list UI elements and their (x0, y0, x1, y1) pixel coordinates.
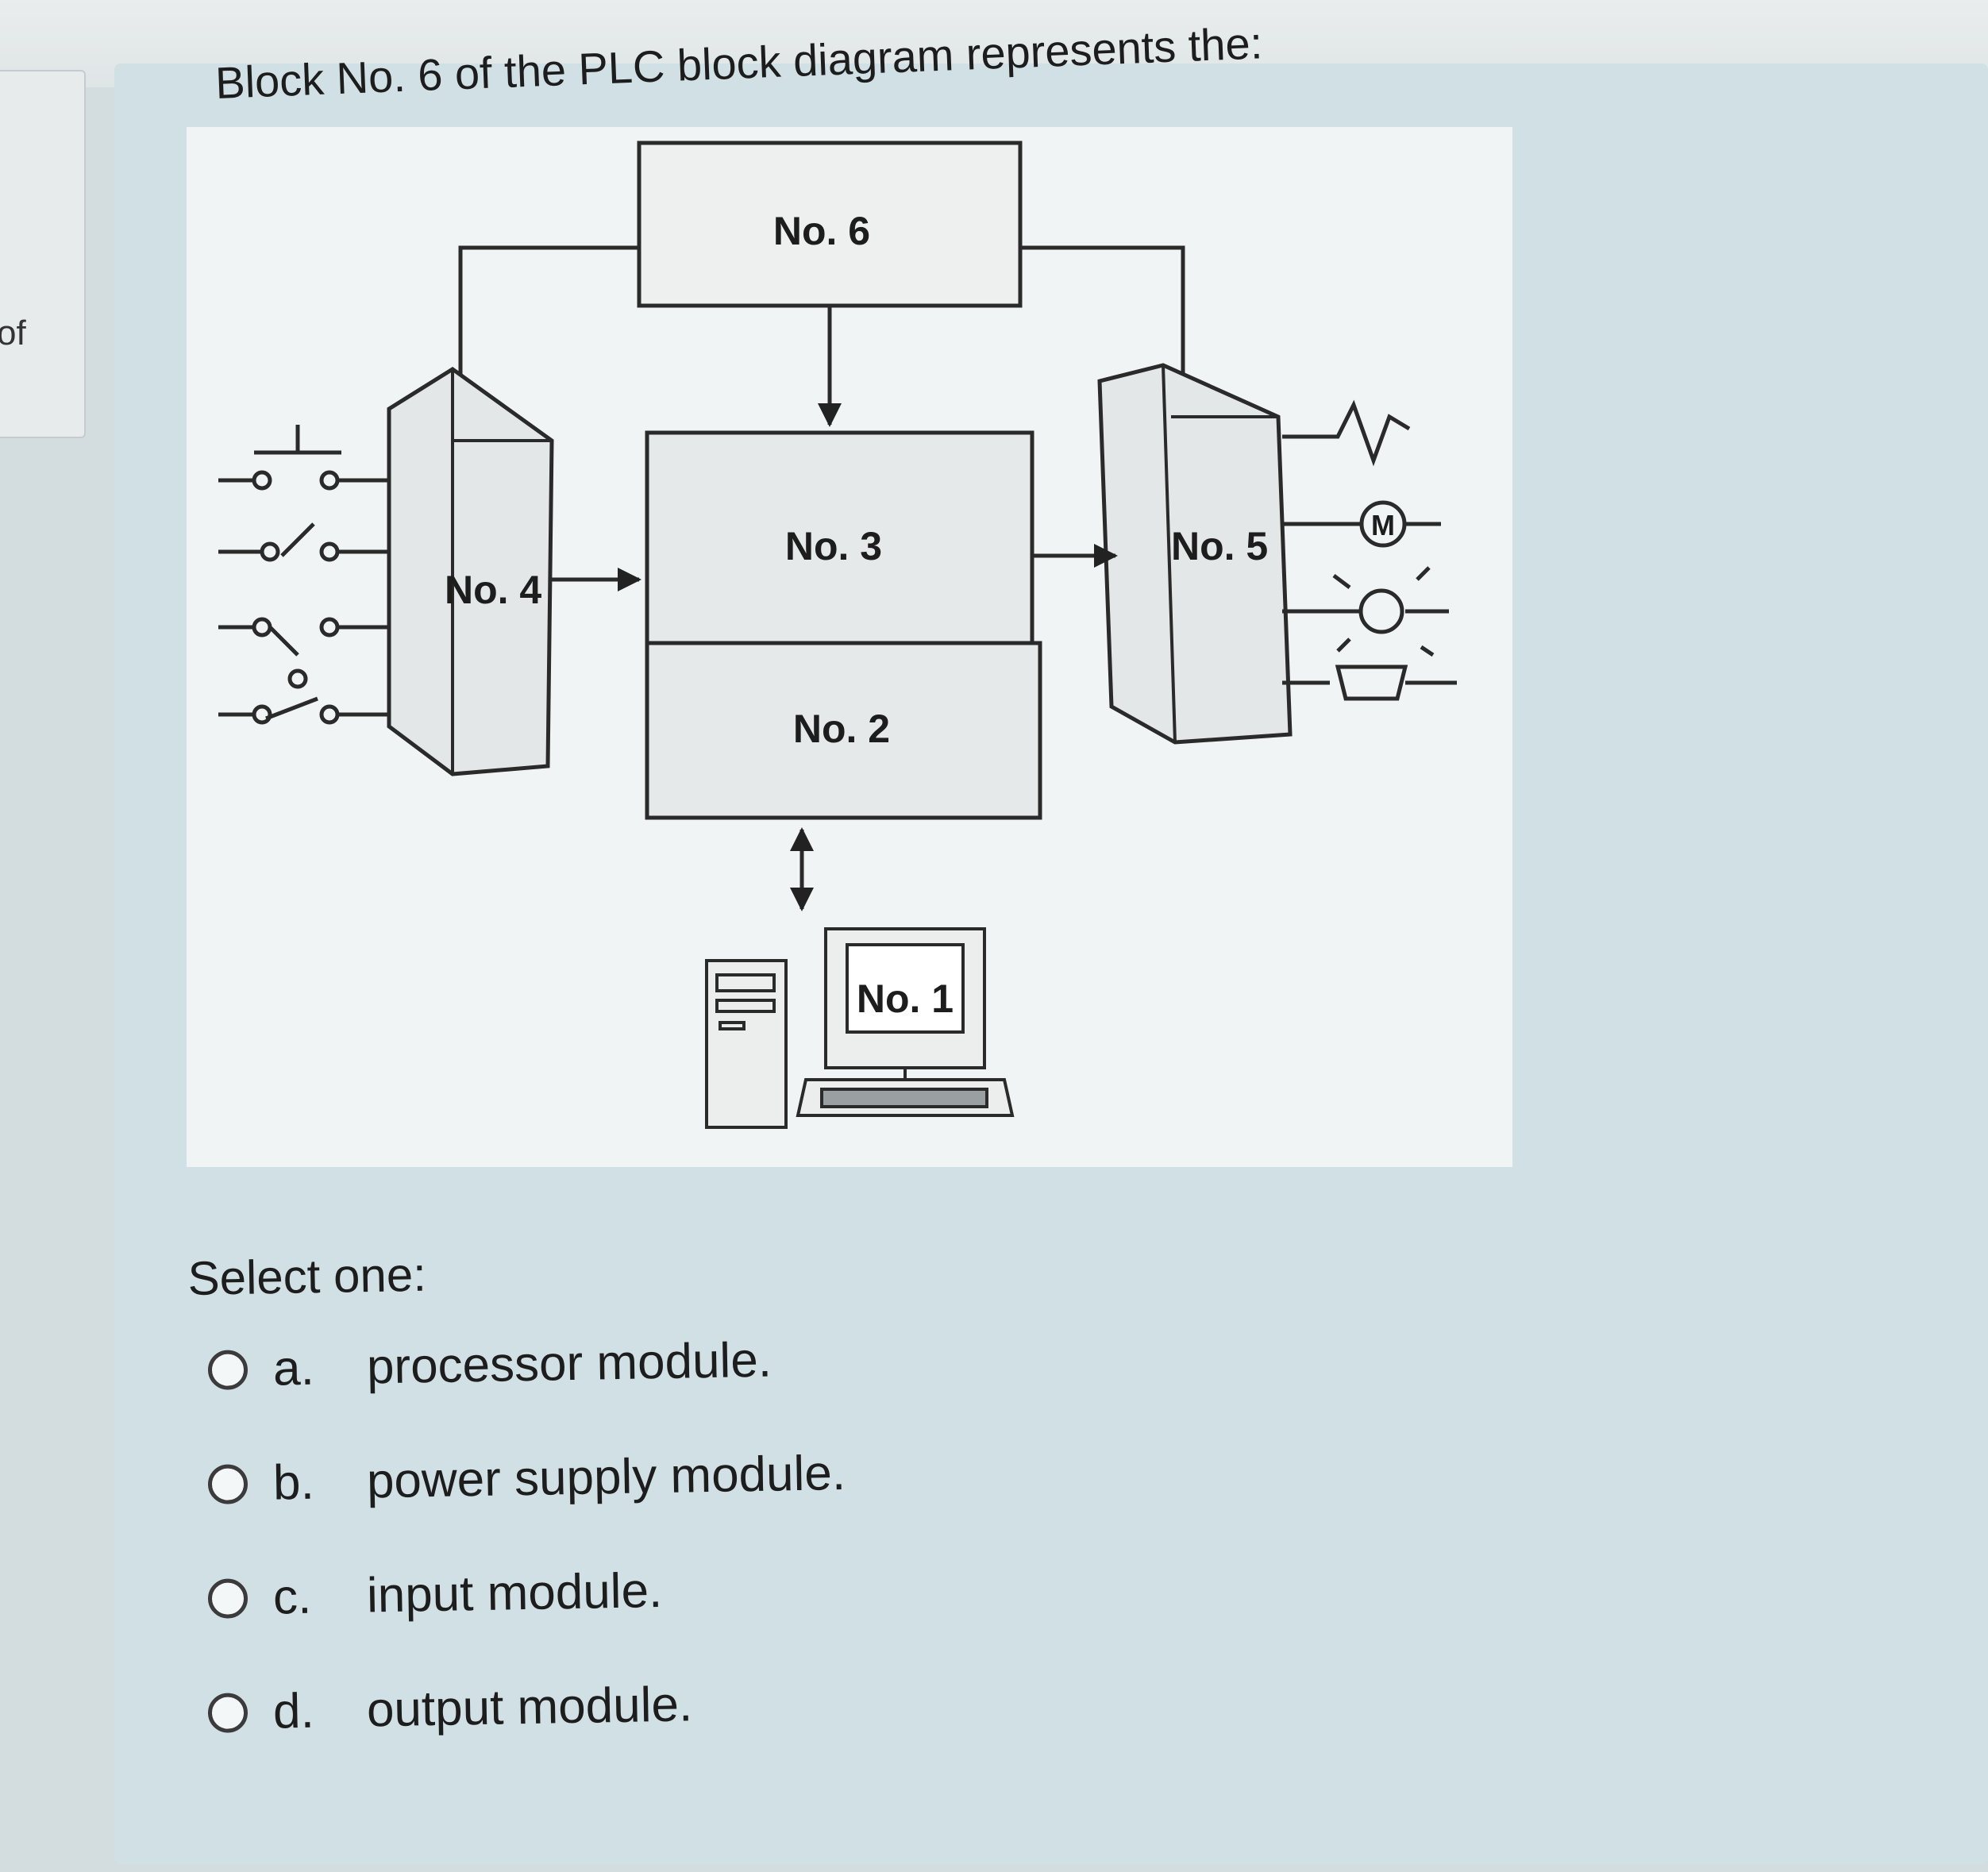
block-no4-label: No. 4 (445, 568, 541, 612)
block-no2: No. 2 (645, 641, 1042, 820)
side-panel-text: of (0, 314, 26, 352)
plc-diagram-svg: No. 6 No. 3 No. 2 No. 4 (187, 127, 1512, 1167)
option-a-text: processor module. (366, 1332, 772, 1395)
option-a-letter: a. (272, 1340, 315, 1396)
motor-label: M (1371, 509, 1395, 541)
computer-icon (705, 927, 1015, 1129)
option-b-letter: b. (272, 1454, 315, 1511)
output-device-symbols (1282, 399, 1457, 701)
option-b[interactable]: b. power supply module. (207, 1445, 846, 1512)
block-no6: No. 6 (637, 141, 1023, 308)
input-switch-symbols (218, 425, 389, 725)
side-panel (0, 70, 86, 438)
option-d-letter: d. (272, 1683, 315, 1739)
select-one-label: Select one: (187, 1247, 427, 1305)
option-d-text: output module. (366, 1677, 693, 1738)
radio-button-a[interactable] (207, 1349, 248, 1390)
radio-button-c[interactable] (207, 1577, 248, 1619)
motor-icon: M (1359, 500, 1407, 548)
plc-block-diagram: No. 6 No. 3 No. 2 No. 4 (187, 127, 1512, 1167)
option-d[interactable]: d. output module. (207, 1676, 693, 1741)
option-c[interactable]: c. input module. (207, 1562, 663, 1627)
option-b-text: power supply module. (366, 1445, 846, 1509)
block-no2-label: No. 2 (793, 707, 890, 751)
option-c-text: input module. (366, 1563, 663, 1624)
block-no1-label: No. 1 (857, 976, 954, 1021)
block-no3-label: No. 3 (785, 524, 882, 568)
radio-button-b[interactable] (207, 1463, 248, 1504)
option-c-letter: c. (272, 1569, 312, 1625)
block-no5: No. 5 (1097, 363, 1293, 745)
arrow-no6-to-no4 (449, 245, 639, 435)
radio-button-d[interactable] (207, 1692, 248, 1733)
option-a[interactable]: a. processor module. (207, 1332, 772, 1398)
block-no5-label: No. 5 (1171, 524, 1268, 568)
block-no6-label: No. 6 (773, 209, 870, 253)
arrow-no6-to-no5 (1020, 245, 1195, 403)
block-no4: No. 4 (387, 366, 554, 776)
block-no3: No. 3 (645, 430, 1034, 645)
